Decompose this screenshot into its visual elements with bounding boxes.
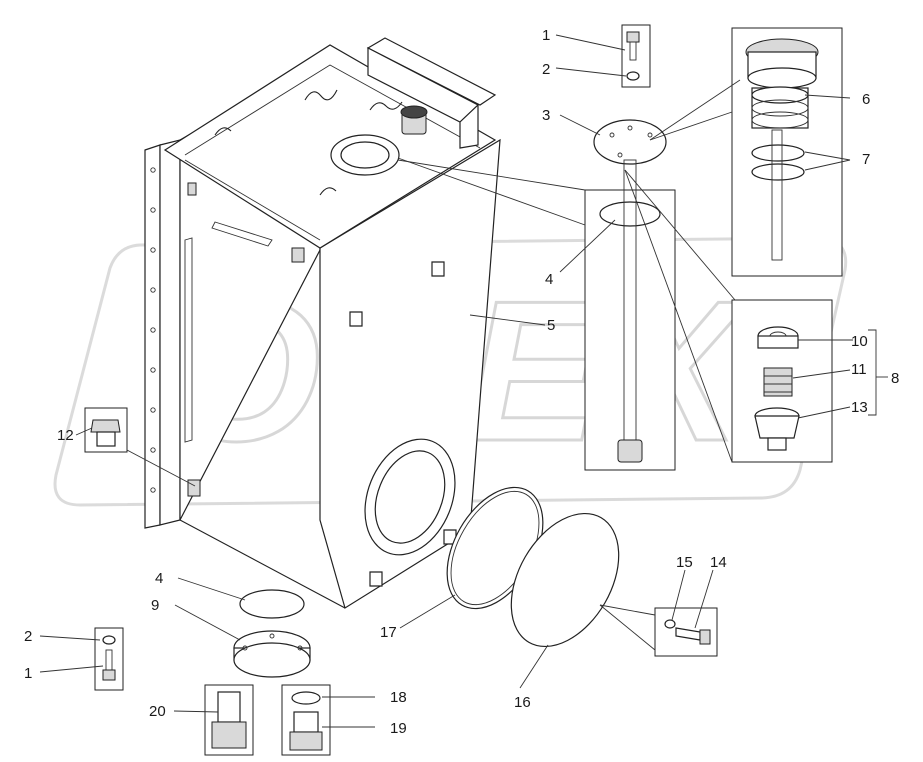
leader-lines (39, 34, 888, 728)
side-port-flange (364, 438, 456, 556)
callout-7: 7 (862, 151, 870, 168)
filler-neck (400, 105, 428, 135)
callout-1-bottom: 1 (24, 665, 32, 682)
callout-17: 17 (380, 624, 397, 641)
callout-labels: 1 2 3 4 5 6 7 8 10 11 12 13 4 9 2 1 20 1… (24, 27, 899, 737)
callout-15: 15 (676, 554, 693, 571)
callout-19: 19 (390, 720, 407, 737)
callout-6: 6 (862, 91, 870, 108)
callout-4-top: 4 (545, 271, 553, 288)
callout-2-top: 2 (542, 61, 550, 78)
callout-20: 20 (149, 703, 166, 720)
hydraulic-tank (144, 37, 501, 609)
callout-13: 13 (851, 399, 868, 416)
level-gauge-group (584, 24, 676, 471)
callout-12: 12 (57, 427, 74, 444)
plug-group (84, 407, 128, 453)
callout-10: 10 (851, 333, 868, 350)
callout-4-bottom: 4 (155, 570, 163, 587)
side-cover-group (446, 486, 718, 657)
callout-9: 9 (151, 597, 159, 614)
flange-holes (150, 167, 156, 493)
callout-3: 3 (542, 107, 550, 124)
callout-8: 8 (891, 370, 899, 387)
callout-14: 14 (710, 554, 727, 571)
callout-16: 16 (514, 694, 531, 711)
breather-group (731, 27, 843, 277)
callout-5: 5 (547, 317, 555, 334)
filter-group (731, 299, 833, 463)
callout-18: 18 (390, 689, 407, 706)
bottom-cover-group (94, 589, 331, 756)
callout-1-top: 1 (542, 27, 550, 44)
callout-11: 11 (851, 361, 867, 378)
callout-2-bottom: 2 (24, 628, 32, 645)
watermark-outline (53, 236, 848, 507)
